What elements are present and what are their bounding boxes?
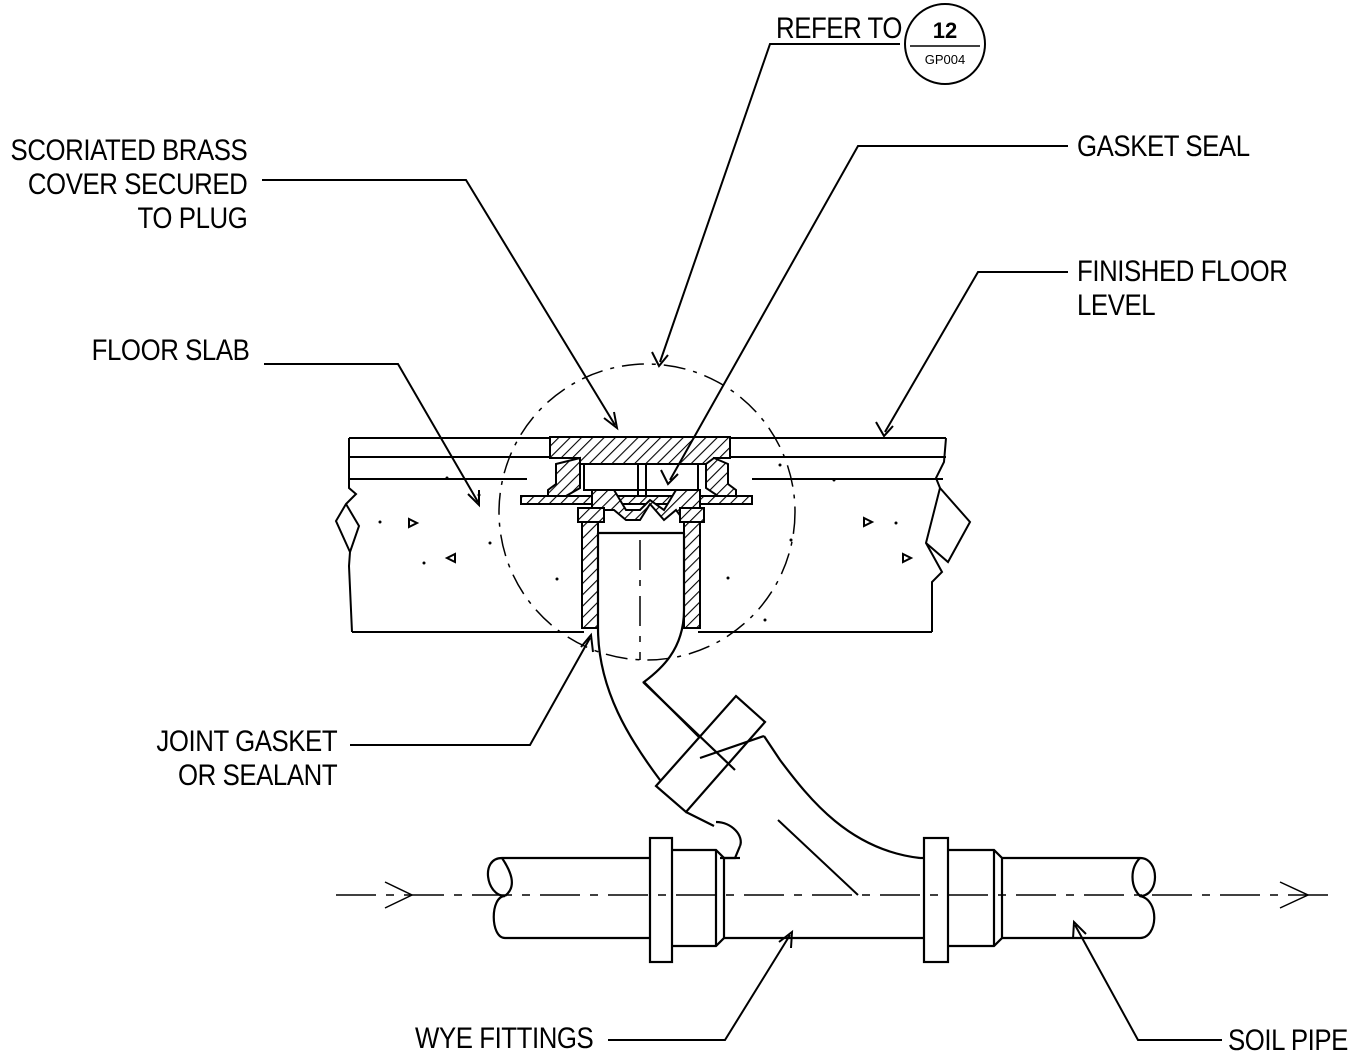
refer-to-label: REFER TO — [776, 12, 903, 45]
detail-callout-bubble: 12 GP004 — [904, 3, 986, 85]
detail-reference-circle — [498, 363, 796, 661]
joint-gasket-label: JOINT GASKET OR SEALANT — [156, 725, 337, 792]
riser-pipe — [596, 531, 921, 896]
scoriated-cover-label: SCORIATED BRASS COVER SECURED TO PLUG — [10, 134, 248, 235]
leader-lines — [262, 43, 1222, 1041]
flow-centerline — [336, 881, 1338, 909]
gasket-seal-label: GASKET SEAL — [1077, 130, 1250, 163]
callout-sheet: GP004 — [925, 52, 965, 67]
cleanout-plug-assembly — [520, 436, 753, 629]
finished-floor-label: FINISHED FLOOR LEVEL — [1077, 255, 1288, 322]
floor-slab — [336, 437, 972, 633]
wye-fittings-label: WYE FITTINGS — [414, 1022, 594, 1055]
floor-slab-label: FLOOR SLAB — [91, 334, 249, 367]
soil-pipe-horizontal — [486, 836, 1156, 964]
soil-pipe-label: SOIL PIPE — [1228, 1024, 1348, 1057]
callout-number: 12 — [933, 18, 957, 43]
